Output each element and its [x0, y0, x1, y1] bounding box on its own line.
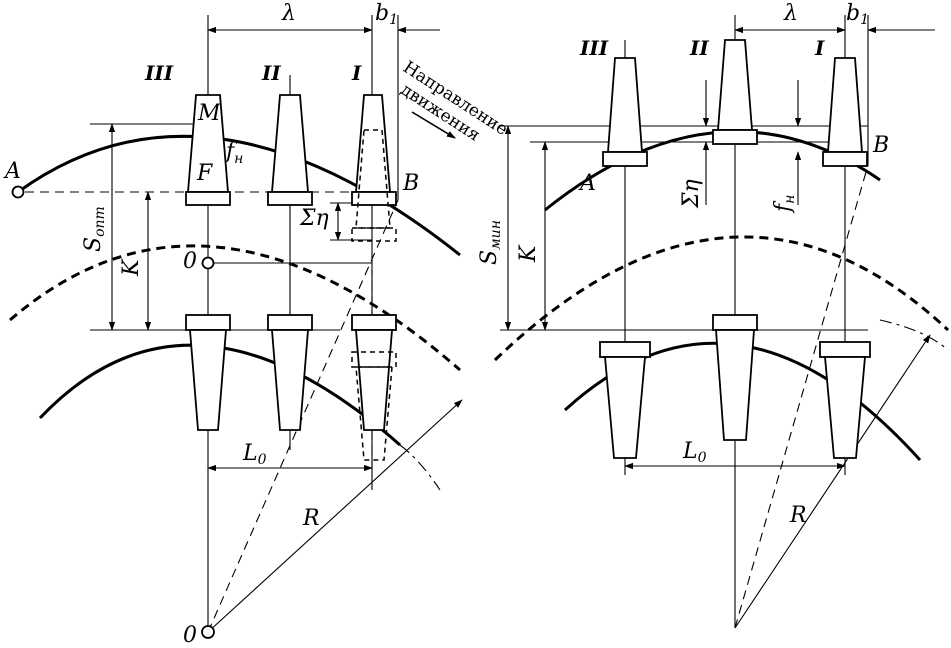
svg-text:K: K: [119, 258, 144, 277]
left-label-II: II: [261, 61, 281, 85]
left-point-A: [11, 185, 25, 199]
left-b1-label: b1: [375, 1, 398, 28]
right-sigma-eta-label: Ση: [679, 179, 704, 209]
svg-text:fн: fн: [771, 195, 798, 214]
left-tool-II-top: [271, 94, 309, 193]
svg-text:Sмин: Sмин: [477, 220, 504, 265]
right-tool-II-bottom-base: [712, 314, 758, 331]
left-radius-dashed-1: [207, 199, 399, 633]
right-tool-II-top-base: [712, 129, 758, 145]
left-label-I: I: [351, 61, 362, 85]
left-label-B: B: [402, 171, 419, 196]
right-tool-I-top: [827, 57, 863, 153]
left-R-label: R: [302, 506, 320, 531]
left-zero-bottom-label: 0: [183, 623, 197, 648]
right-tool-III-top: [607, 57, 643, 153]
left-center-point-mid: [201, 256, 215, 270]
left-tool-II-top-base: [267, 191, 313, 206]
right-R-label: R: [789, 503, 807, 528]
left-label-F: F: [196, 161, 213, 186]
left-tool-I-displaced-base: [351, 227, 397, 242]
left-panel: III II I λ b1 M F fн A B Ση 0 0 L0 R Sоп…: [3, 1, 511, 648]
right-radius-dashed: [734, 164, 869, 629]
right-tool-I-bottom: [824, 356, 866, 459]
left-tool-I-top-base: [351, 191, 397, 206]
right-label-III: III: [579, 36, 609, 60]
right-tool-I-bottom-base: [819, 341, 871, 358]
right-fn-label: fн: [771, 195, 798, 214]
right-tool-III-bottom-base: [599, 341, 651, 358]
left-label-M: M: [197, 101, 221, 126]
right-radius-R: [734, 334, 931, 629]
right-L0-label: L0: [682, 439, 707, 466]
svg-text:Sопт: Sопт: [81, 206, 108, 252]
left-motion-arrow: [411, 111, 456, 139]
right-middle-dashed-arc: [493, 235, 950, 362]
left-tool-III-top-base: [185, 191, 231, 206]
left-tool-II-bottom-base: [267, 314, 313, 331]
left-center-point-bottom: [201, 625, 215, 639]
right-tool-III-top-base: [602, 151, 648, 167]
right-arc-ext: [879, 319, 949, 351]
right-b1-label: b1: [846, 1, 869, 28]
right-tool-II-bottom: [715, 329, 755, 441]
svg-text:K: K: [516, 244, 541, 263]
left-motion-label: Направление движения: [397, 57, 511, 145]
left-zero-mid-label: 0: [183, 249, 197, 274]
svg-text:Ση: Ση: [679, 179, 704, 209]
left-sigma-eta-label: Ση: [299, 206, 329, 231]
left-tool-II-bottom: [271, 329, 309, 431]
right-tool-II-top: [717, 39, 753, 131]
left-L0-label: L0: [242, 441, 267, 468]
right-tool-III-bottom: [604, 356, 646, 459]
right-s-min-label: Sмин: [477, 220, 504, 265]
left-tool-I-displaced: [355, 129, 391, 229]
right-label-II: II: [689, 36, 709, 60]
left-s-opt-label: Sопт: [81, 206, 108, 252]
left-lambda-label: λ: [281, 1, 296, 26]
left-radius-R: [207, 399, 463, 633]
right-label-A: A: [578, 171, 596, 196]
left-lower-arc-ext: [399, 444, 441, 491]
left-tool-I-top: [355, 94, 391, 193]
left-tool-I-bottom-displaced: [355, 366, 393, 461]
left-middle-dashed-arc: [9, 244, 461, 372]
right-tool-I-top-base: [822, 151, 868, 167]
right-panel: III II I λ b1 A B Ση fн Sмин K L0 R: [477, 1, 950, 629]
left-tool-III-bottom-base: [185, 314, 231, 331]
right-label-B: B: [872, 133, 889, 158]
left-label-A: A: [3, 159, 21, 184]
left-tool-I-bottom-base: [351, 314, 397, 331]
left-k-label: K: [119, 258, 144, 277]
right-lambda-label: λ: [783, 1, 798, 26]
left-label-III: III: [144, 61, 174, 85]
right-k-label: K: [516, 244, 541, 263]
left-tool-III-bottom: [189, 329, 227, 431]
left-tool-I-bottom: [355, 329, 393, 431]
right-label-I: I: [814, 36, 825, 60]
